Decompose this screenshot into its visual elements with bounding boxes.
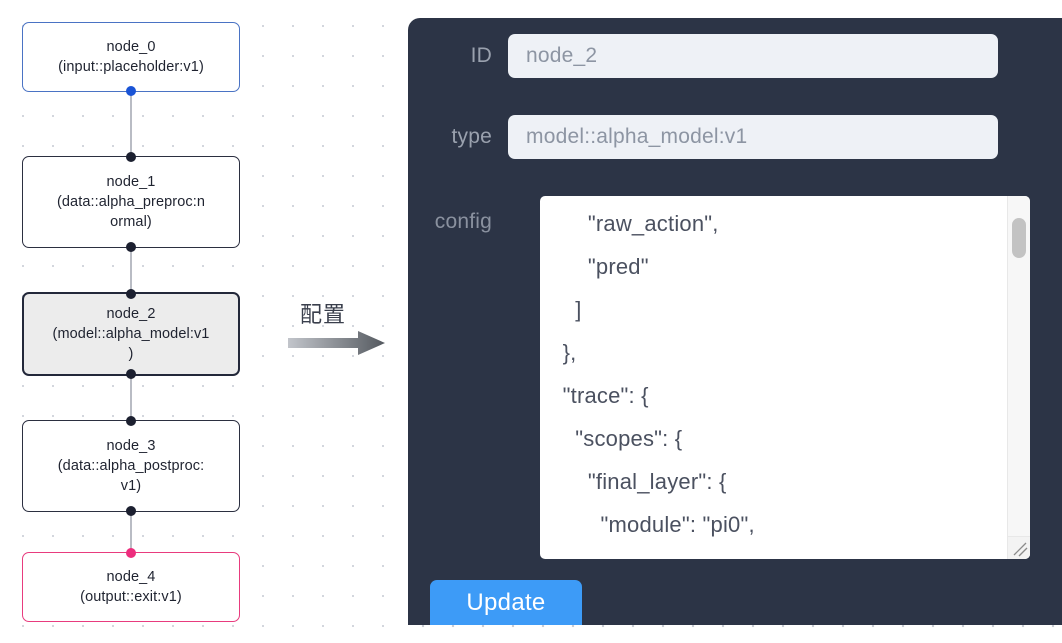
graph-node-node_3[interactable]: node_3 (data::alpha_postproc: v1): [22, 416, 240, 516]
right-arrow-icon: [288, 331, 385, 355]
node-port-in[interactable]: [126, 416, 136, 426]
node-port-in[interactable]: [126, 152, 136, 162]
node-config-panel: ID type config "raw_action", "pred" ] },…: [408, 18, 1062, 625]
graph-node-label: node_0 (input::placeholder:v1): [58, 39, 204, 75]
graph-node-label: node_4 (output::exit:v1): [80, 569, 182, 605]
node-port-in[interactable]: [126, 548, 136, 558]
edge-node2-node3: [130, 376, 132, 420]
config-field-label: config: [434, 210, 492, 233]
field-row-id: ID: [408, 34, 998, 78]
type-field-label: type: [451, 125, 492, 148]
id-field-label: ID: [470, 44, 492, 67]
node-port-out[interactable]: [126, 369, 136, 379]
graph-node-node_0[interactable]: node_0 (input::placeholder:v1): [22, 22, 240, 96]
graph-node-label: node_1 (data::alpha_preproc:n ormal): [56, 174, 206, 230]
graph-node-node_4[interactable]: node_4 (output::exit:v1): [22, 548, 240, 622]
transition-indicator: 配置: [288, 297, 396, 359]
node-port-out[interactable]: [126, 506, 136, 516]
config-textarea[interactable]: "raw_action", "pred" ] }, "trace": { "sc…: [540, 196, 1030, 559]
graph-node-node_1[interactable]: node_1 (data::alpha_preproc:n ormal): [22, 152, 240, 252]
node-port-out[interactable]: [126, 86, 136, 96]
type-input[interactable]: [508, 115, 998, 159]
resize-handle-icon[interactable]: [1007, 536, 1030, 559]
graph-node-label: node_3 (data::alpha_postproc: v1): [57, 438, 205, 494]
graph-node-node_2[interactable]: node_2 (model::alpha_model:v1 ): [22, 289, 240, 379]
edge-node1-node2: [130, 248, 132, 292]
id-input[interactable]: [508, 34, 998, 78]
edge-node3-node4: [130, 512, 132, 552]
update-button[interactable]: Update: [430, 580, 582, 625]
vertical-scrollbar[interactable]: [1007, 196, 1030, 559]
graph-node-label: node_2 (model::alpha_model:v1 ): [52, 306, 210, 362]
config-textarea-content[interactable]: "raw_action", "pred" ] }, "trace": { "sc…: [562, 211, 799, 559]
transition-label: 配置: [300, 303, 347, 328]
node-port-in[interactable]: [126, 289, 136, 299]
node-port-out[interactable]: [126, 242, 136, 252]
edge-node0-node1: [130, 92, 132, 156]
scrollbar-thumb[interactable]: [1012, 218, 1026, 258]
field-row-type: type: [408, 115, 998, 159]
graph-canvas[interactable]: node_0 (input::placeholder:v1) node_1 (d…: [0, 0, 408, 643]
